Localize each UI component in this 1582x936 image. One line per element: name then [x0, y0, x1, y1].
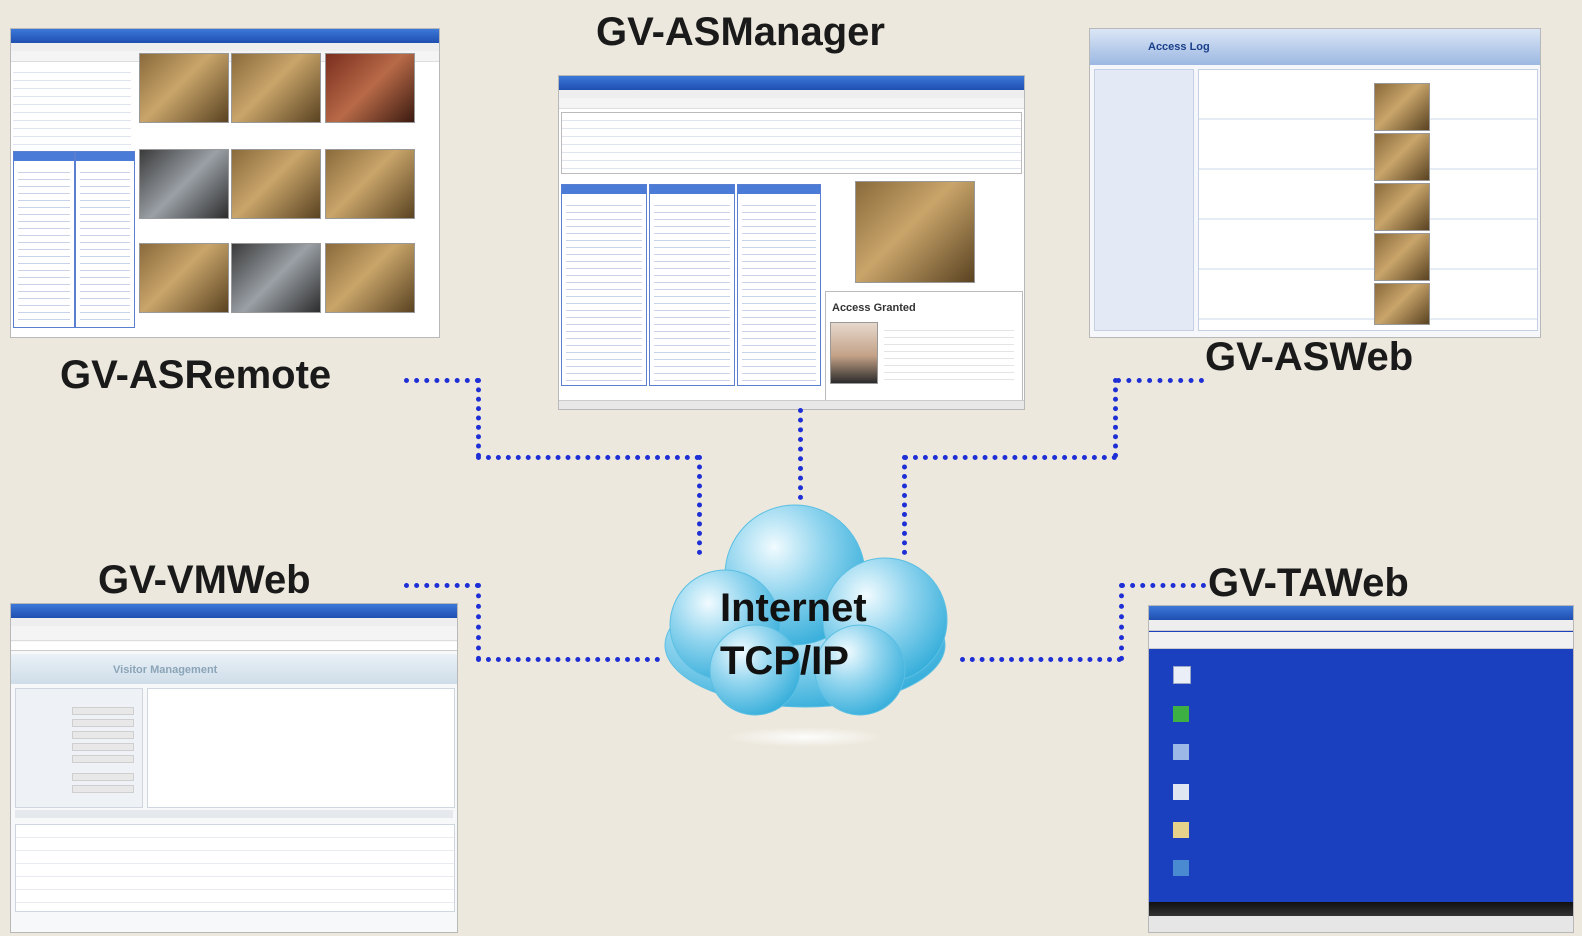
asremote-camera-7 [139, 243, 229, 313]
taweb-desktop-icon-5 [1173, 822, 1189, 838]
asmanager-screenshot: Access Granted [558, 75, 1025, 410]
asremote-camera-3 [325, 53, 415, 123]
connector-asremote-3 [476, 455, 700, 460]
connector-taweb-1 [1120, 583, 1206, 588]
asmanager-panel-1 [561, 184, 647, 386]
taweb-desktop-icon-3 [1173, 744, 1189, 760]
taweb-desktop-icon-6 [1173, 860, 1189, 876]
asweb-photo-2 [1374, 133, 1430, 181]
asmanager-camera-view [855, 181, 975, 283]
connector-asweb-1 [1116, 378, 1204, 383]
asmanager-label: GV-ASManager [596, 10, 885, 54]
asweb-photo-3 [1374, 183, 1430, 231]
asremote-camera-6 [325, 149, 415, 219]
taweb-desktop-icon-4 [1173, 784, 1189, 800]
asremote-camera-4 [139, 149, 229, 219]
taweb-screenshot [1148, 605, 1574, 933]
asweb-label: GV-ASWeb [1205, 335, 1414, 379]
asremote-camera-9 [325, 243, 415, 313]
cloud-label-line2: TCP/IP [720, 639, 849, 683]
asweb-photo-1 [1374, 83, 1430, 131]
connector-asweb-4 [902, 455, 907, 555]
asremote-camera-5 [231, 149, 321, 219]
connector-asremote-1 [404, 378, 480, 383]
connector-asweb-2 [1113, 378, 1118, 458]
connector-asremote-4 [697, 455, 702, 555]
internet-cloud [664, 504, 948, 747]
asweb-title: Access Log [1148, 41, 1210, 53]
taweb-desktop-icon-1 [1173, 666, 1191, 684]
vmweb-label: GV-VMWeb [98, 558, 311, 602]
connector-vmweb-3 [476, 657, 660, 662]
asmanager-panel-2 [649, 184, 735, 386]
asremote-label: GV-ASRemote [60, 353, 332, 397]
connector-asremote-2 [476, 378, 481, 458]
connector-asweb-3 [903, 455, 1117, 460]
asmanager-access-status: Access Granted [832, 302, 916, 314]
taweb-label: GV-TAWeb [1208, 561, 1409, 605]
asweb-screenshot: Access Log [1089, 28, 1541, 338]
connector-asmanager [798, 408, 803, 500]
asweb-photo-4 [1374, 233, 1430, 281]
asremote-camera-2 [231, 53, 321, 123]
asremote-screenshot [10, 28, 440, 338]
asremote-camera-8 [231, 243, 321, 313]
asmanager-panel-3 [737, 184, 821, 386]
asmanager-person-photo [830, 322, 878, 384]
asmanager-titlebar [559, 76, 1024, 90]
asweb-photo-5 [1374, 283, 1430, 325]
connector-vmweb-2 [476, 583, 481, 661]
taweb-desktop-icon-2 [1173, 706, 1189, 722]
connector-taweb-2 [1119, 583, 1124, 661]
vmweb-screenshot: Visitor Management [10, 603, 458, 933]
asremote-camera-1 [139, 53, 229, 123]
connector-vmweb-1 [404, 583, 480, 588]
connector-taweb-3 [960, 657, 1122, 662]
vmweb-title: Visitor Management [113, 664, 218, 676]
cloud-label-line1: Internet [720, 586, 867, 630]
